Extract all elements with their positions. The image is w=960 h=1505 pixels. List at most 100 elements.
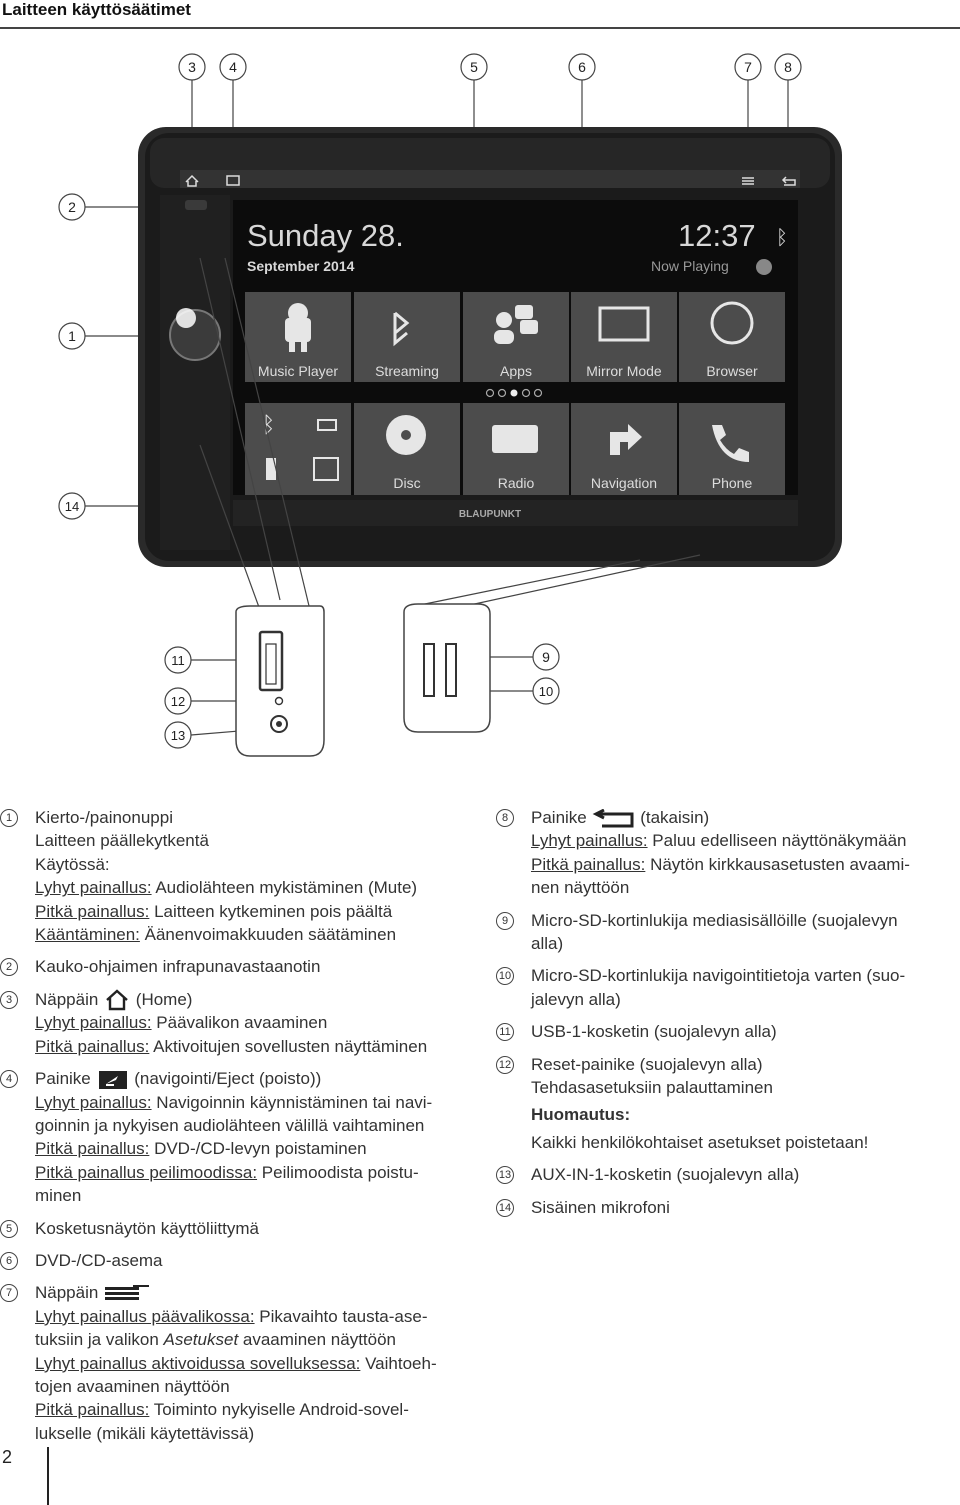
item-4-line-4: Pitkä painallus: DVD-/CD-levyn poistamin… xyxy=(35,1137,462,1160)
item-number: 7 xyxy=(0,1284,18,1302)
callout-11-label: 11 xyxy=(171,653,185,668)
item-number: 12 xyxy=(496,1056,514,1074)
item-14-line-1: Sisäinen mikrofoni xyxy=(531,1196,958,1219)
list-item-12: 12 Reset-painike (suojalevyn alla) Tehda… xyxy=(496,1053,958,1155)
item-number: 1 xyxy=(0,809,18,827)
item-13-line-1: AUX-IN-1-kosketin (suojalevyn alla) xyxy=(531,1163,958,1186)
item-12-note-text: Kaikki henkilökohtaiset asetukset poiste… xyxy=(531,1131,958,1154)
item-7-line-1: Näppäin xyxy=(35,1281,462,1304)
nav-eject-icon xyxy=(96,1070,130,1090)
device-figure: 3 4 5 6 7 8 2 1 14 11 12 13 9 10 xyxy=(0,0,960,780)
svg-text:ᛒ: ᛒ xyxy=(262,413,275,438)
callout-8-label: 8 xyxy=(784,59,792,75)
item-number: 5 xyxy=(0,1220,18,1238)
callout-2-label: 2 xyxy=(68,199,76,215)
callout-6-label: 6 xyxy=(578,59,586,75)
list-item-6: 6 DVD-/CD-asema xyxy=(0,1249,462,1272)
item-9-line-2: alla) xyxy=(531,932,958,955)
item-1-line-5: Pitkä painallus: Laitteen kytkeminen poi… xyxy=(35,900,462,923)
callout-10-label: 10 xyxy=(539,684,553,699)
callout-13-label: 13 xyxy=(171,728,185,743)
list-item-13: 13 AUX-IN-1-kosketin (suojalevyn alla) xyxy=(496,1163,958,1186)
list-item-1: 1 Kierto-/painonuppi Laitteen päällekytk… xyxy=(0,806,462,946)
item-number: 2 xyxy=(0,958,18,976)
tile-streaming: Streaming xyxy=(375,363,439,379)
item-4-line-3: goinnin ja nykyisen audiolähteen välillä… xyxy=(35,1114,462,1137)
item-1-line-6: Kääntäminen: Äänenvoimakkuuden säätämine… xyxy=(35,923,462,946)
callout-5-label: 5 xyxy=(470,59,478,75)
list-item-9: 9 Micro-SD-kortinlukija mediasisällöille… xyxy=(496,909,958,956)
item-1-line-2: Laitteen päällekytkentä xyxy=(35,829,462,852)
screen-date: September 2014 xyxy=(247,258,355,274)
list-item-5: 5 Kosketusnäytön käyttöliittymä xyxy=(0,1217,462,1240)
item-12-line-2: Tehdasasetuksiin palauttaminen xyxy=(531,1076,958,1099)
item-2-line-1: Kauko-ohjaimen infrapunavastaanotin xyxy=(35,955,462,978)
item-number: 11 xyxy=(496,1023,514,1041)
screen-time: 12:37 xyxy=(678,218,756,253)
item-8-line-1: Painike (takaisin) xyxy=(531,806,958,829)
item-10-line-1: Micro-SD-kortinlukija navigointitietoja … xyxy=(531,964,958,987)
item-5-line-1: Kosketusnäytön käyttöliittymä xyxy=(35,1217,462,1240)
item-4-line-5: Pitkä painallus peilimoodissa: Peilimood… xyxy=(35,1161,462,1184)
item-7-line-3: tuksiin ja valikon Asetukset avaaminen n… xyxy=(35,1328,462,1351)
item-10-line-2: jalevyn alla) xyxy=(531,988,958,1011)
menu-icon xyxy=(103,1284,151,1304)
tile-mirror-mode: Mirror Mode xyxy=(586,363,662,379)
item-4-line-1: Painike (navigointi/Eject (poisto)) xyxy=(35,1067,462,1090)
callout-1-label: 1 xyxy=(68,328,76,344)
back-icon xyxy=(592,809,636,829)
item-8-line-3: Pitkä painallus: Näytön kirkkausasetuste… xyxy=(531,853,958,876)
svg-text:ᛒ: ᛒ xyxy=(776,225,788,249)
list-item-7: 7 Näppäin Lyhyt painallus päävalikossa: … xyxy=(0,1281,462,1445)
list-item-10: 10 Micro-SD-kortinlukija navigointitieto… xyxy=(496,964,958,1011)
item-7-line-6: Pitkä painallus: Toiminto nykyiselle And… xyxy=(35,1398,462,1421)
brand-logo: BLAUPUNKT xyxy=(459,509,521,520)
callout-12-label: 12 xyxy=(171,694,185,709)
screen-day: Sunday 28. xyxy=(247,218,404,253)
item-3-line-2: Lyhyt painallus: Päävalikon avaaminen xyxy=(35,1011,462,1034)
item-number: 10 xyxy=(496,967,514,985)
item-6-line-1: DVD-/CD-asema xyxy=(35,1249,462,1272)
item-7-line-2: Lyhyt painallus päävalikossa: Pikavaihto… xyxy=(35,1305,462,1328)
screen-now-playing: Now Playing xyxy=(651,258,729,274)
left-column: 1 Kierto-/painonuppi Laitteen päällekytk… xyxy=(0,806,462,1445)
tile-radio: Radio xyxy=(498,475,535,491)
list-item-4: 4 Painike (navigointi/Eject (poisto)) Ly… xyxy=(0,1067,462,1207)
page-number: 2 xyxy=(2,1447,12,1468)
callout-9-label: 9 xyxy=(542,649,550,665)
callout-14-label: 14 xyxy=(65,499,79,514)
item-4-line-6: minen xyxy=(35,1184,462,1207)
callout-4-label: 4 xyxy=(229,59,237,75)
page-number-rule xyxy=(47,1447,49,1505)
item-7-line-4: Lyhyt painallus aktivoidussa sovellukses… xyxy=(35,1352,462,1375)
item-7-line-7: lukselle (mikäli käytettävissä) xyxy=(35,1422,462,1445)
list-item-14: 14 Sisäinen mikrofoni xyxy=(496,1196,958,1219)
item-1-line-3: Käytössä: xyxy=(35,853,462,876)
item-1-line-4: Lyhyt painallus: Audiolähteen mykistämin… xyxy=(35,876,462,899)
tile-disc: Disc xyxy=(393,475,420,491)
list-item-11: 11 USB-1-kosketin (suojalevyn alla) xyxy=(496,1020,958,1043)
list-item-3: 3 Näppäin (Home) Lyhyt painallus: Pääval… xyxy=(0,988,462,1058)
item-number: 8 xyxy=(496,809,514,827)
list-item-8: 8 Painike (takaisin) Lyhyt painallus: Pa… xyxy=(496,806,958,900)
item-number: 4 xyxy=(0,1070,18,1088)
item-3-line-3: Pitkä painallus: Aktivoitujen sovelluste… xyxy=(35,1035,462,1058)
tile-apps: Apps xyxy=(500,363,532,379)
item-number: 3 xyxy=(0,991,18,1009)
item-11-line-1: USB-1-kosketin (suojalevyn alla) xyxy=(531,1020,958,1043)
item-8-line-4: nen näyttöön xyxy=(531,876,958,899)
item-1-line-1: Kierto-/painonuppi xyxy=(35,806,462,829)
home-icon xyxy=(103,989,131,1011)
item-8-line-2: Lyhyt painallus: Paluu edelliseen näyttö… xyxy=(531,829,958,852)
tile-browser: Browser xyxy=(706,363,758,379)
right-column: 8 Painike (takaisin) Lyhyt painallus: Pa… xyxy=(496,806,958,1219)
item-9-line-1: Micro-SD-kortinlukija mediasisällöille (… xyxy=(531,909,958,932)
item-number: 14 xyxy=(496,1199,514,1217)
item-3-line-1: Näppäin (Home) xyxy=(35,988,462,1012)
item-number: 9 xyxy=(496,912,514,930)
item-4-line-2: Lyhyt painallus: Navigoinnin käynnistämi… xyxy=(35,1091,462,1114)
list-item-2: 2 Kauko-ohjaimen infrapunavastaanotin xyxy=(0,955,462,978)
item-7-line-5: tojen avaaminen näyttöön xyxy=(35,1375,462,1398)
tile-phone: Phone xyxy=(712,475,753,491)
item-number: 13 xyxy=(496,1166,514,1184)
